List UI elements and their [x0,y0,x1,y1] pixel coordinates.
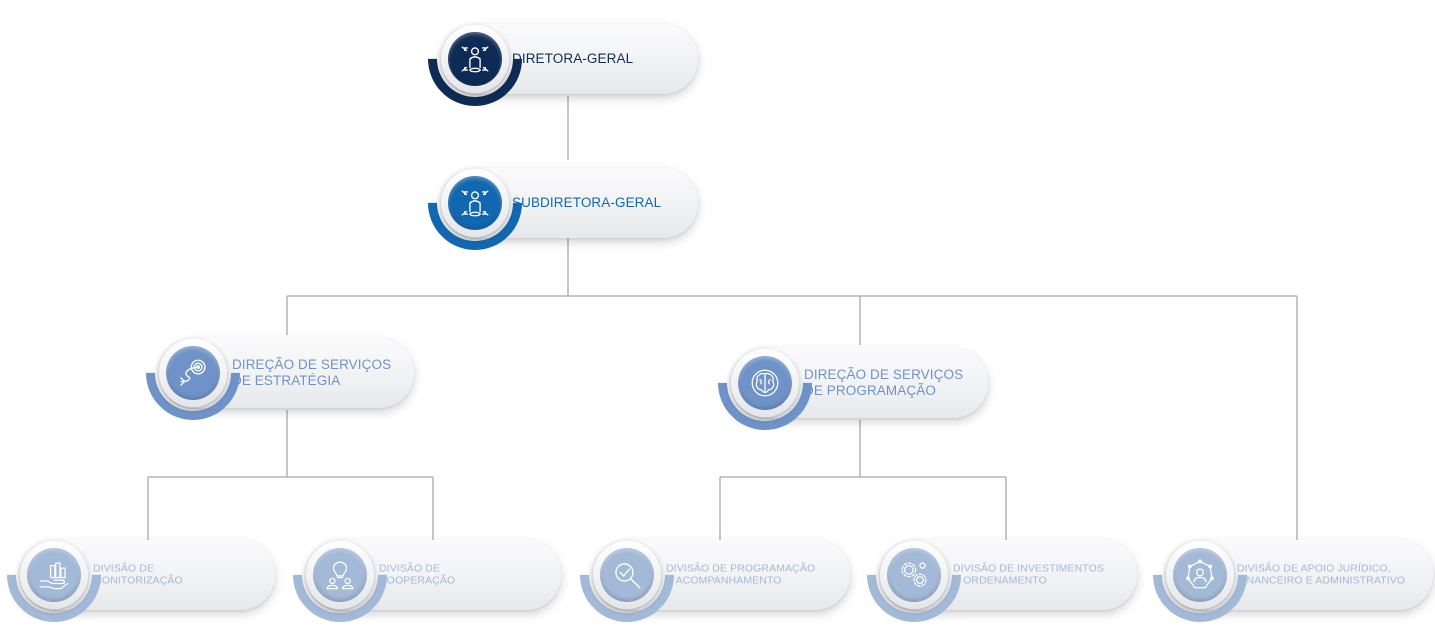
label-line: DIREÇÃO DE SERVIÇOS [804,367,964,383]
lightbulb-team-icon [313,548,367,602]
label-line: E ORDENAMENTO [953,575,1047,587]
label-line: DE ESTRATÉGIA [232,373,341,388]
magnifier-check-icon [600,548,654,602]
node-subdiretora-geral[interactable]: SUBDIRETORA-GERAL [408,136,698,270]
label-line: DIRETORA-GERAL [512,51,634,67]
label-line: DIVISÃO DE INVESTIMENTOS [953,562,1104,575]
connector-lines [147,96,1298,546]
node-label: DIVISÃO DE COOPERAÇÃO [379,563,455,588]
leader-person-icon [448,32,502,86]
node-divisao-cooperacao[interactable]: DIVISÃO DE COOPERAÇÃO [273,508,561,641]
brain-icon [738,356,792,410]
gears-icon [887,548,941,602]
label-line: SUBDIRETORA-GERAL [512,195,662,211]
node-divisao-investimentos[interactable]: DIVISÃO DE INVESTIMENTOS E ORDENAMENTO [847,508,1137,641]
node-label: DIREÇÃO DE SERVIÇOS DE ESTRATÉGIA [232,357,391,389]
node-label: DIVISÃO DE PROGRAMAÇÃO E ACOMPANHAMENTO [666,563,815,588]
node-divisao-monitorizacao[interactable]: DIVISÃO DE MONITORIZAÇÃO [0,508,275,641]
node-label: DIVISÃO DE MONITORIZAÇÃO [93,563,183,588]
node-label: DIREÇÃO DE SERVIÇOS DE PROGRAMAÇÃO [804,367,963,399]
label-line: DIVISÃO DE PROGRAMAÇÃO [666,562,816,575]
label-line: MONITORIZAÇÃO [93,575,183,587]
node-label: DIVISÃO DE INVESTIMENTOS E ORDENAMENTO [953,563,1104,588]
node-divisao-programacao[interactable]: DIVISÃO DE PROGRAMAÇÃO E ACOMPANHAMENTO [560,508,850,641]
node-divisao-apoio[interactable]: DIVISÃO DE APOIO JURÍDICO, FINANCEIRO E … [1133,508,1433,641]
leader-person-icon [448,176,502,230]
node-label: SUBDIRETORA-GERAL [512,195,661,211]
node-diretora-geral[interactable]: DIRETORA-GERAL [408,0,698,126]
label-line: E ACOMPANHAMENTO [666,575,782,587]
network-person-icon [1173,548,1227,602]
label-line: DIREÇÃO DE SERVIÇOS [232,357,392,373]
node-direcao-estrategia[interactable]: DIREÇÃO DE SERVIÇOS DE ESTRATÉGIA [126,306,414,440]
node-label: DIVISÃO DE APOIO JURÍDICO, FINANCEIRO E … [1237,563,1405,588]
label-line: DIVISÃO DE APOIO JURÍDICO, [1237,562,1391,575]
label-line: DIVISÃO DE [93,562,155,575]
hand-chart-icon [27,548,81,602]
node-label: DIRETORA-GERAL [512,51,633,67]
label-line: DE PROGRAMAÇÃO [804,383,936,398]
node-direcao-programacao[interactable]: DIREÇÃO DE SERVIÇOS DE PROGRAMAÇÃO [698,316,988,450]
label-line: FINANCEIRO E ADMINISTRATIVO [1237,575,1406,587]
target-arrow-icon [166,346,220,400]
label-line: COOPERAÇÃO [379,575,456,587]
label-line: DIVISÃO DE [379,562,441,575]
